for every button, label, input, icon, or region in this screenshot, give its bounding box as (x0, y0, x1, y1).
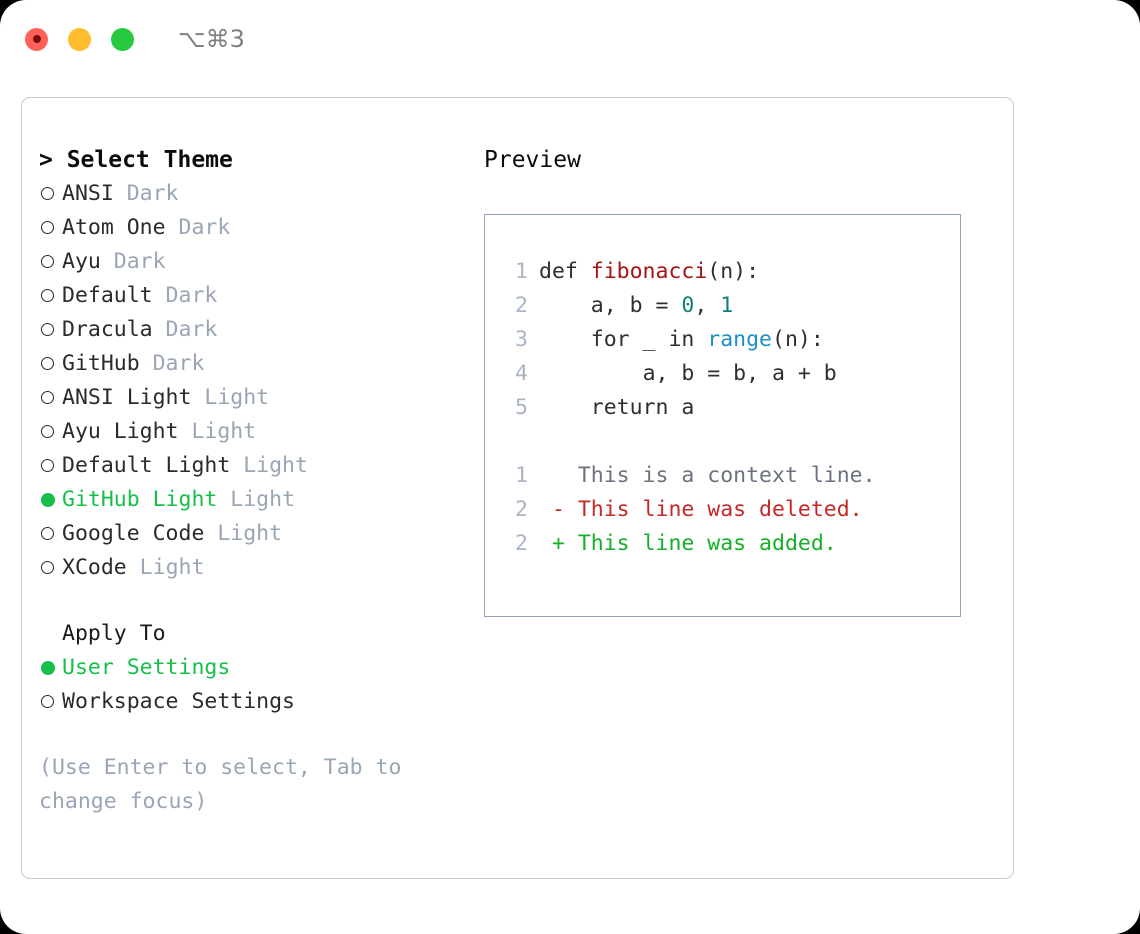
theme-item-variant-label: Dark (165, 215, 231, 240)
theme-item-11[interactable]: XCode Light (39, 551, 484, 585)
theme-item-variant-label: Light (126, 555, 205, 580)
code-line-text: return a (539, 391, 695, 425)
apply-to-item-label: Workspace Settings (62, 689, 295, 714)
theme-item-label: GitHub (62, 351, 140, 376)
diff-line: 2 + This line was added. (502, 527, 960, 561)
theme-item-label: Dracula (62, 317, 153, 342)
code-line: 4 a, b = b, a + b (502, 357, 960, 391)
theme-item-variant-label: Light (230, 453, 308, 478)
theme-item-1[interactable]: Atom One Dark (39, 211, 484, 245)
theme-item-label: Default (62, 283, 153, 308)
code-token-plain: for _ in (590, 327, 708, 352)
theme-item-variant-label: Dark (100, 249, 166, 274)
theme-item-label: Default Light (62, 453, 231, 478)
diff-line-text-del: - This line was deleted. (539, 497, 863, 522)
code-token-call: range (707, 327, 773, 352)
theme-item-label: ANSI (62, 181, 114, 206)
diff-line-number: 2 (515, 497, 528, 522)
diff-line-text-context: This is a context line. (539, 463, 876, 488)
theme-item-label: Google Code (62, 521, 205, 546)
code-token-plain: def (539, 259, 591, 284)
code-line-text: for _ in range(n): (539, 323, 824, 357)
theme-item-5[interactable]: GitHub Dark (39, 347, 484, 381)
theme-item-7[interactable]: Ayu Light Light (39, 415, 484, 449)
theme-item-label: Ayu Light (62, 419, 179, 444)
code-token-plain: , (694, 293, 721, 318)
theme-item-label: Ayu (62, 249, 101, 274)
theme-item-4[interactable]: Dracula Dark (39, 313, 484, 347)
code-token-fn: fibonacci (590, 259, 708, 284)
diff-line-number: 2 (515, 531, 528, 556)
code-line: 1 def fibonacci(n): (502, 255, 960, 289)
theme-item-label: Atom One (62, 215, 166, 240)
diff-line: 2 - This line was deleted. (502, 493, 960, 527)
theme-item-variant-label: Light (178, 419, 257, 444)
theme-item-0[interactable]: ANSI Dark (39, 177, 484, 211)
window-controls (25, 27, 134, 51)
preview-heading: Preview (484, 147, 581, 173)
code-token-num: 0 (681, 293, 695, 318)
theme-item-variant-label: Dark (152, 317, 218, 342)
code-line-number: 2 (515, 293, 528, 318)
diff-line-number: 1 (515, 463, 528, 488)
code-line-number: 1 (515, 259, 528, 284)
theme-item-variant-label: Light (204, 521, 283, 546)
code-line-text: def fibonacci(n): (539, 255, 759, 289)
code-token-plain: a, b = (590, 293, 682, 318)
code-token-plain: (n): (707, 259, 760, 284)
theme-item-variant-label: Light (191, 385, 270, 410)
code-line-number: 3 (515, 327, 528, 352)
select-theme-heading: > Select Theme (39, 147, 233, 173)
code-token-plain: a, b = b, a + b (642, 361, 837, 386)
theme-item-9[interactable]: GitHub Light Light (39, 483, 484, 517)
theme-item-3[interactable]: Default Dark (39, 279, 484, 313)
apply-to-item-label: User Settings (62, 655, 231, 680)
code-line-number: 4 (515, 361, 528, 386)
minimize-button[interactable] (68, 27, 91, 51)
code-token-num: 1 (720, 293, 734, 318)
theme-item-2[interactable]: Ayu Dark (39, 245, 484, 279)
code-token-plain: (n): (772, 327, 824, 352)
theme-item-6[interactable]: ANSI Light Light (39, 381, 484, 415)
diff-sample: 1 This is a context line.2 - This line w… (502, 459, 960, 561)
theme-item-variant-label: Dark (139, 351, 205, 376)
title-bar: ⌥⌘3 (0, 0, 1140, 78)
theme-item-variant-label: Light (217, 487, 296, 512)
theme-item-label: XCode (62, 555, 127, 580)
code-diff-spacer (502, 425, 960, 459)
maximize-button[interactable] (111, 27, 134, 51)
code-line-text: a, b = 0, 1 (539, 289, 733, 323)
diff-line: 1 This is a context line. (502, 459, 960, 493)
code-line: 3 for _ in range(n): (502, 323, 960, 357)
apply-to-item-0[interactable]: User Settings (39, 651, 484, 685)
code-line: 5 return a (502, 391, 960, 425)
code-line: 2 a, b = 0, 1 (502, 289, 960, 323)
code-token-plain: return a (590, 395, 695, 420)
theme-item-8[interactable]: Default Light Light (39, 449, 484, 483)
theme-item-10[interactable]: Google Code Light (39, 517, 484, 551)
code-line-text: a, b = b, a + b (539, 357, 837, 391)
apply-to-heading: Apply To (62, 621, 166, 646)
theme-item-variant-label: Dark (113, 181, 179, 206)
theme-item-variant-label: Dark (152, 283, 218, 308)
code-line-number: 5 (515, 395, 528, 420)
keyboard-hint-text: (Use Enter to select, Tab to change focu… (39, 755, 402, 814)
diff-line-text-add: + This line was added. (539, 531, 837, 556)
keyboard-shortcut-label: ⌥⌘3 (178, 25, 245, 53)
theme-item-label: ANSI Light (62, 385, 192, 410)
section-spacer (39, 585, 484, 617)
theme-item-label: GitHub Light (62, 487, 218, 512)
apply-to-item-1[interactable]: Workspace Settings (39, 685, 484, 719)
close-button[interactable] (25, 27, 48, 51)
